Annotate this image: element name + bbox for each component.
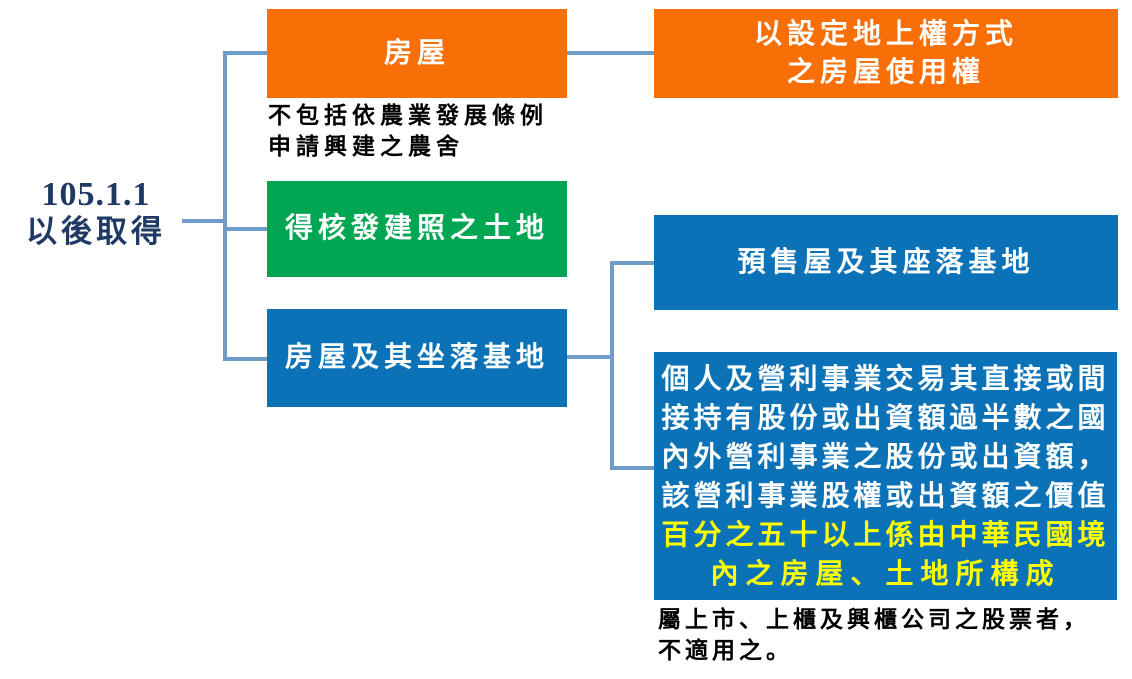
node-shares-line6-highlight: 內之房屋、土地所構成 xyxy=(710,559,1061,590)
node-superficies: 以設定地上權方式 之房屋使用權 xyxy=(654,9,1118,98)
connector-right-stub xyxy=(567,355,610,359)
connector-right-trunk xyxy=(610,261,614,470)
connector-branch-house xyxy=(227,51,267,55)
note-house-exclusion-line2: 申請興建之農舍 xyxy=(268,134,464,159)
node-shares-line3: 內外營利事業之股份或出資額， xyxy=(661,442,1110,473)
root-label-text: 以後取得 xyxy=(26,214,166,249)
node-superficies-line1: 以設定地上權方式 xyxy=(753,18,1018,50)
note-house-exclusion: 不包括依農業發展條例 申請興建之農舍 xyxy=(268,100,548,162)
node-house-and-land-label: 房屋及其坐落基地 xyxy=(284,342,549,373)
node-house: 房屋 xyxy=(267,9,567,98)
node-presale: 預售屋及其座落基地 xyxy=(654,215,1118,310)
node-buildable-land-label: 得核發建照之土地 xyxy=(284,213,549,244)
connector-branch-shares xyxy=(614,466,654,470)
connector-branch-house-land xyxy=(227,357,267,361)
note-house-exclusion-line1: 不包括依農業發展條例 xyxy=(268,103,548,128)
connector-branch-land xyxy=(227,227,267,231)
node-shares-line4: 該營利事業股權或出資額之價值 xyxy=(661,481,1110,512)
note-listed-stock-exclusion: 屬上市、上櫃及興櫃公司之股票者， 不適用之。 xyxy=(658,604,1090,666)
node-shares-line2: 接持有股份或出資額過半數之國 xyxy=(661,403,1110,434)
connector-left-trunk xyxy=(223,51,227,361)
node-house-and-land: 房屋及其坐落基地 xyxy=(267,309,567,407)
connector-root-stub xyxy=(182,219,225,223)
note-listed-stock-exclusion-line1: 屬上市、上櫃及興櫃公司之股票者， xyxy=(658,607,1090,632)
node-house-label: 房屋 xyxy=(383,37,450,69)
node-superficies-line2: 之房屋使用權 xyxy=(786,56,985,88)
root-label-acquired-after: 105.1.1 以後取得 xyxy=(10,176,182,250)
note-listed-stock-exclusion-line2: 不適用之。 xyxy=(658,638,793,663)
node-shares-line5-highlight: 百分之五十以上係由中華民國境 xyxy=(661,520,1110,551)
node-buildable-land: 得核發建照之土地 xyxy=(267,181,567,277)
connector-house-superficies xyxy=(567,51,654,55)
connector-branch-presale xyxy=(614,261,654,265)
node-presale-label: 預售屋及其座落基地 xyxy=(737,246,1035,278)
node-shares: 個人及營利事業交易其直接或間 接持有股份或出資額過半數之國 內外營利事業之股份或… xyxy=(654,352,1117,600)
node-shares-line1: 個人及營利事業交易其直接或間 xyxy=(661,364,1110,395)
root-label-date: 105.1.1 xyxy=(41,176,151,213)
